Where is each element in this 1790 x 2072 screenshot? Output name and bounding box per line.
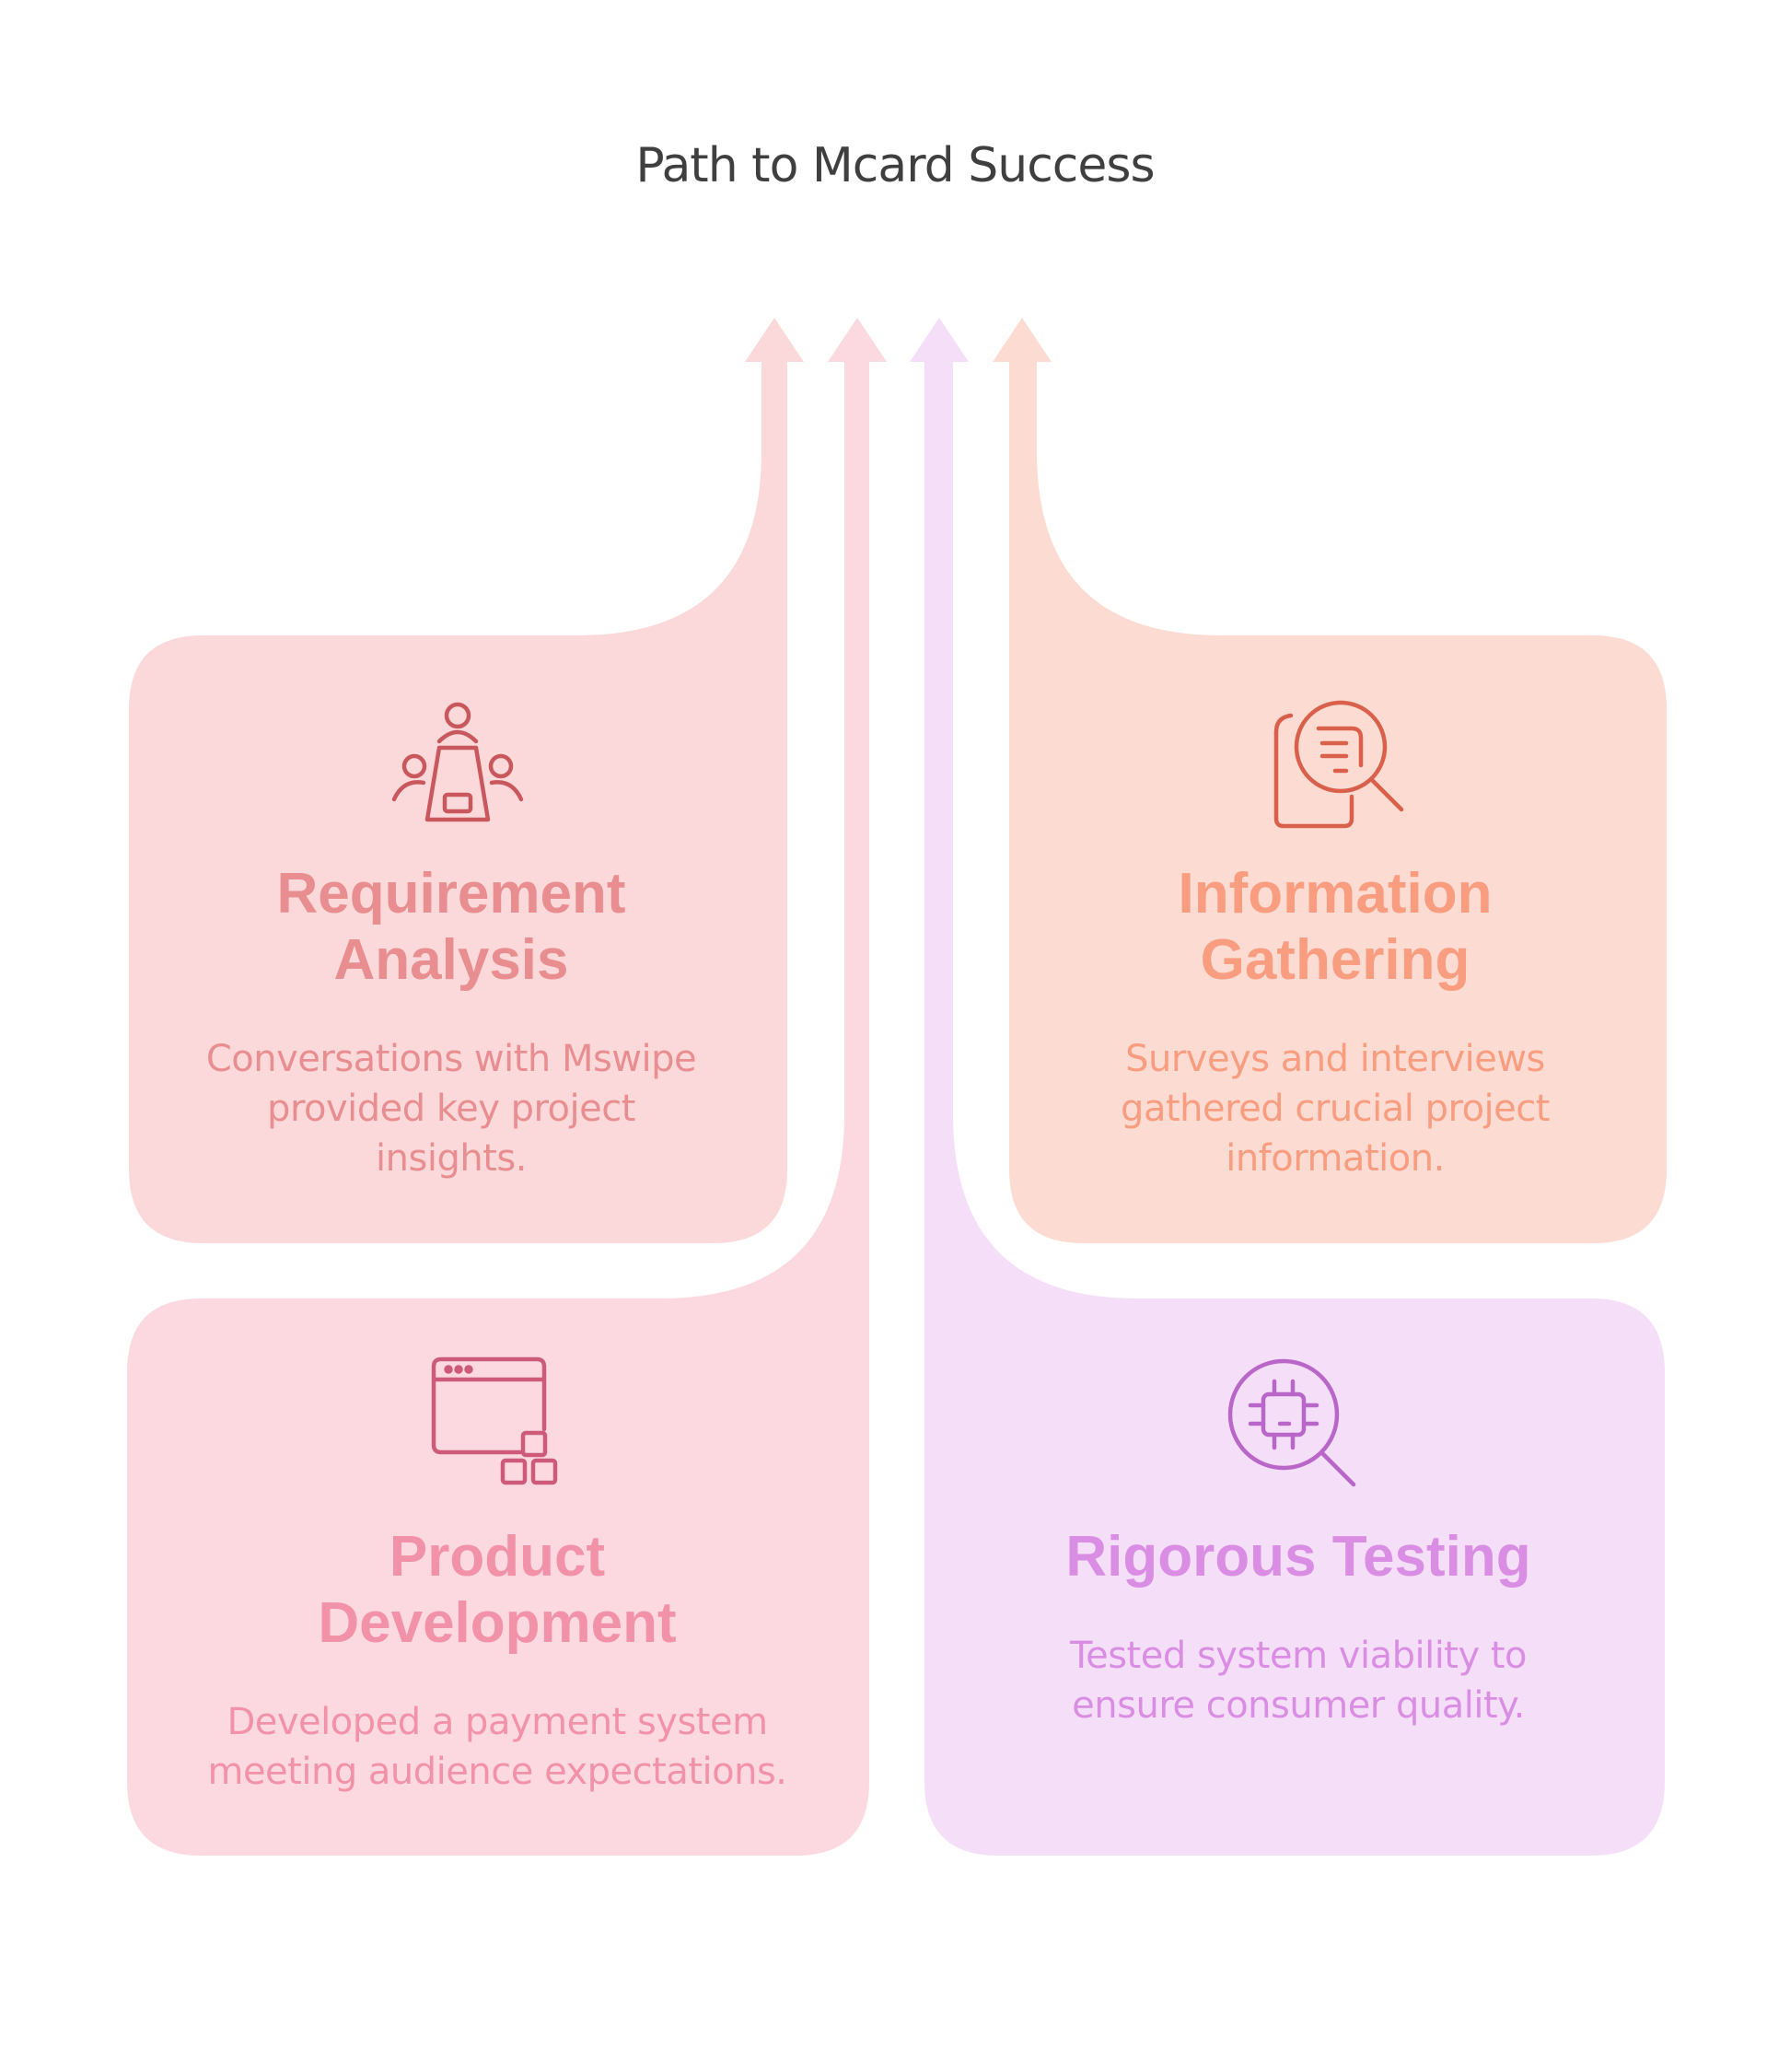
chip-search-icon: [1227, 1358, 1356, 1487]
requirement-title: Requirement Analysis: [147, 861, 755, 994]
information-card-shape: [1009, 359, 1667, 1243]
requirement-title-line2: Analysis: [333, 928, 569, 992]
testing-title-line1: Rigorous Testing: [1065, 1525, 1531, 1589]
information-title: Information Gathering: [1031, 861, 1639, 994]
information-title-line1: Information: [1178, 862, 1493, 925]
product-card-shape: [127, 359, 869, 1856]
product-description: Developed a payment system meeting audie…: [147, 1697, 847, 1797]
requirement-desc-line2: provided key project: [267, 1088, 635, 1130]
product-desc-line1: Developed a payment system: [227, 1701, 768, 1743]
testing-card-shape: [924, 359, 1665, 1856]
requirement-card-shape: [129, 359, 787, 1243]
requirement-title-line1: Requirement: [276, 862, 626, 925]
information-arrow-head: [993, 318, 1052, 362]
information-desc-line2: gathered crucial project: [1121, 1088, 1550, 1130]
product-arrow-head: [828, 318, 887, 362]
product-title-line2: Development: [318, 1591, 677, 1655]
product-title-line1: Product: [389, 1525, 606, 1589]
information-title-line2: Gathering: [1200, 928, 1470, 992]
product-desc-line2: meeting audience expectations.: [207, 1751, 787, 1793]
product-title: Product Development: [147, 1524, 847, 1657]
meeting-icon: [391, 702, 524, 822]
testing-arrow-head: [910, 318, 969, 362]
information-card: Information Gathering Surveys and interv…: [1031, 861, 1639, 1183]
diagram-title: Path to Mcard Success: [635, 138, 1155, 193]
testing-desc-line1: Tested system viability to: [1069, 1635, 1528, 1677]
testing-description: Tested system viability to ensure consum…: [958, 1631, 1639, 1730]
testing-card: Rigorous Testing Tested system viability…: [958, 1524, 1639, 1730]
requirement-arrow-head: [745, 318, 804, 362]
testing-desc-line2: ensure consumer quality.: [1072, 1684, 1525, 1727]
testing-title: Rigorous Testing: [958, 1524, 1639, 1590]
requirement-desc-line1: Conversations with Mswipe: [205, 1038, 697, 1080]
product-card: Product Development Developed a payment …: [147, 1524, 847, 1797]
requirement-card: Requirement Analysis Conversations with …: [147, 861, 755, 1183]
information-description: Surveys and interviews gathered crucial …: [1031, 1034, 1639, 1183]
requirement-desc-line3: insights.: [376, 1137, 527, 1180]
requirement-description: Conversations with Mswipe provided key p…: [147, 1034, 755, 1183]
app-window-icon: [431, 1356, 558, 1485]
information-desc-line3: information.: [1226, 1137, 1445, 1180]
information-desc-line1: Surveys and interviews: [1125, 1038, 1545, 1080]
document-search-icon: [1273, 700, 1404, 829]
